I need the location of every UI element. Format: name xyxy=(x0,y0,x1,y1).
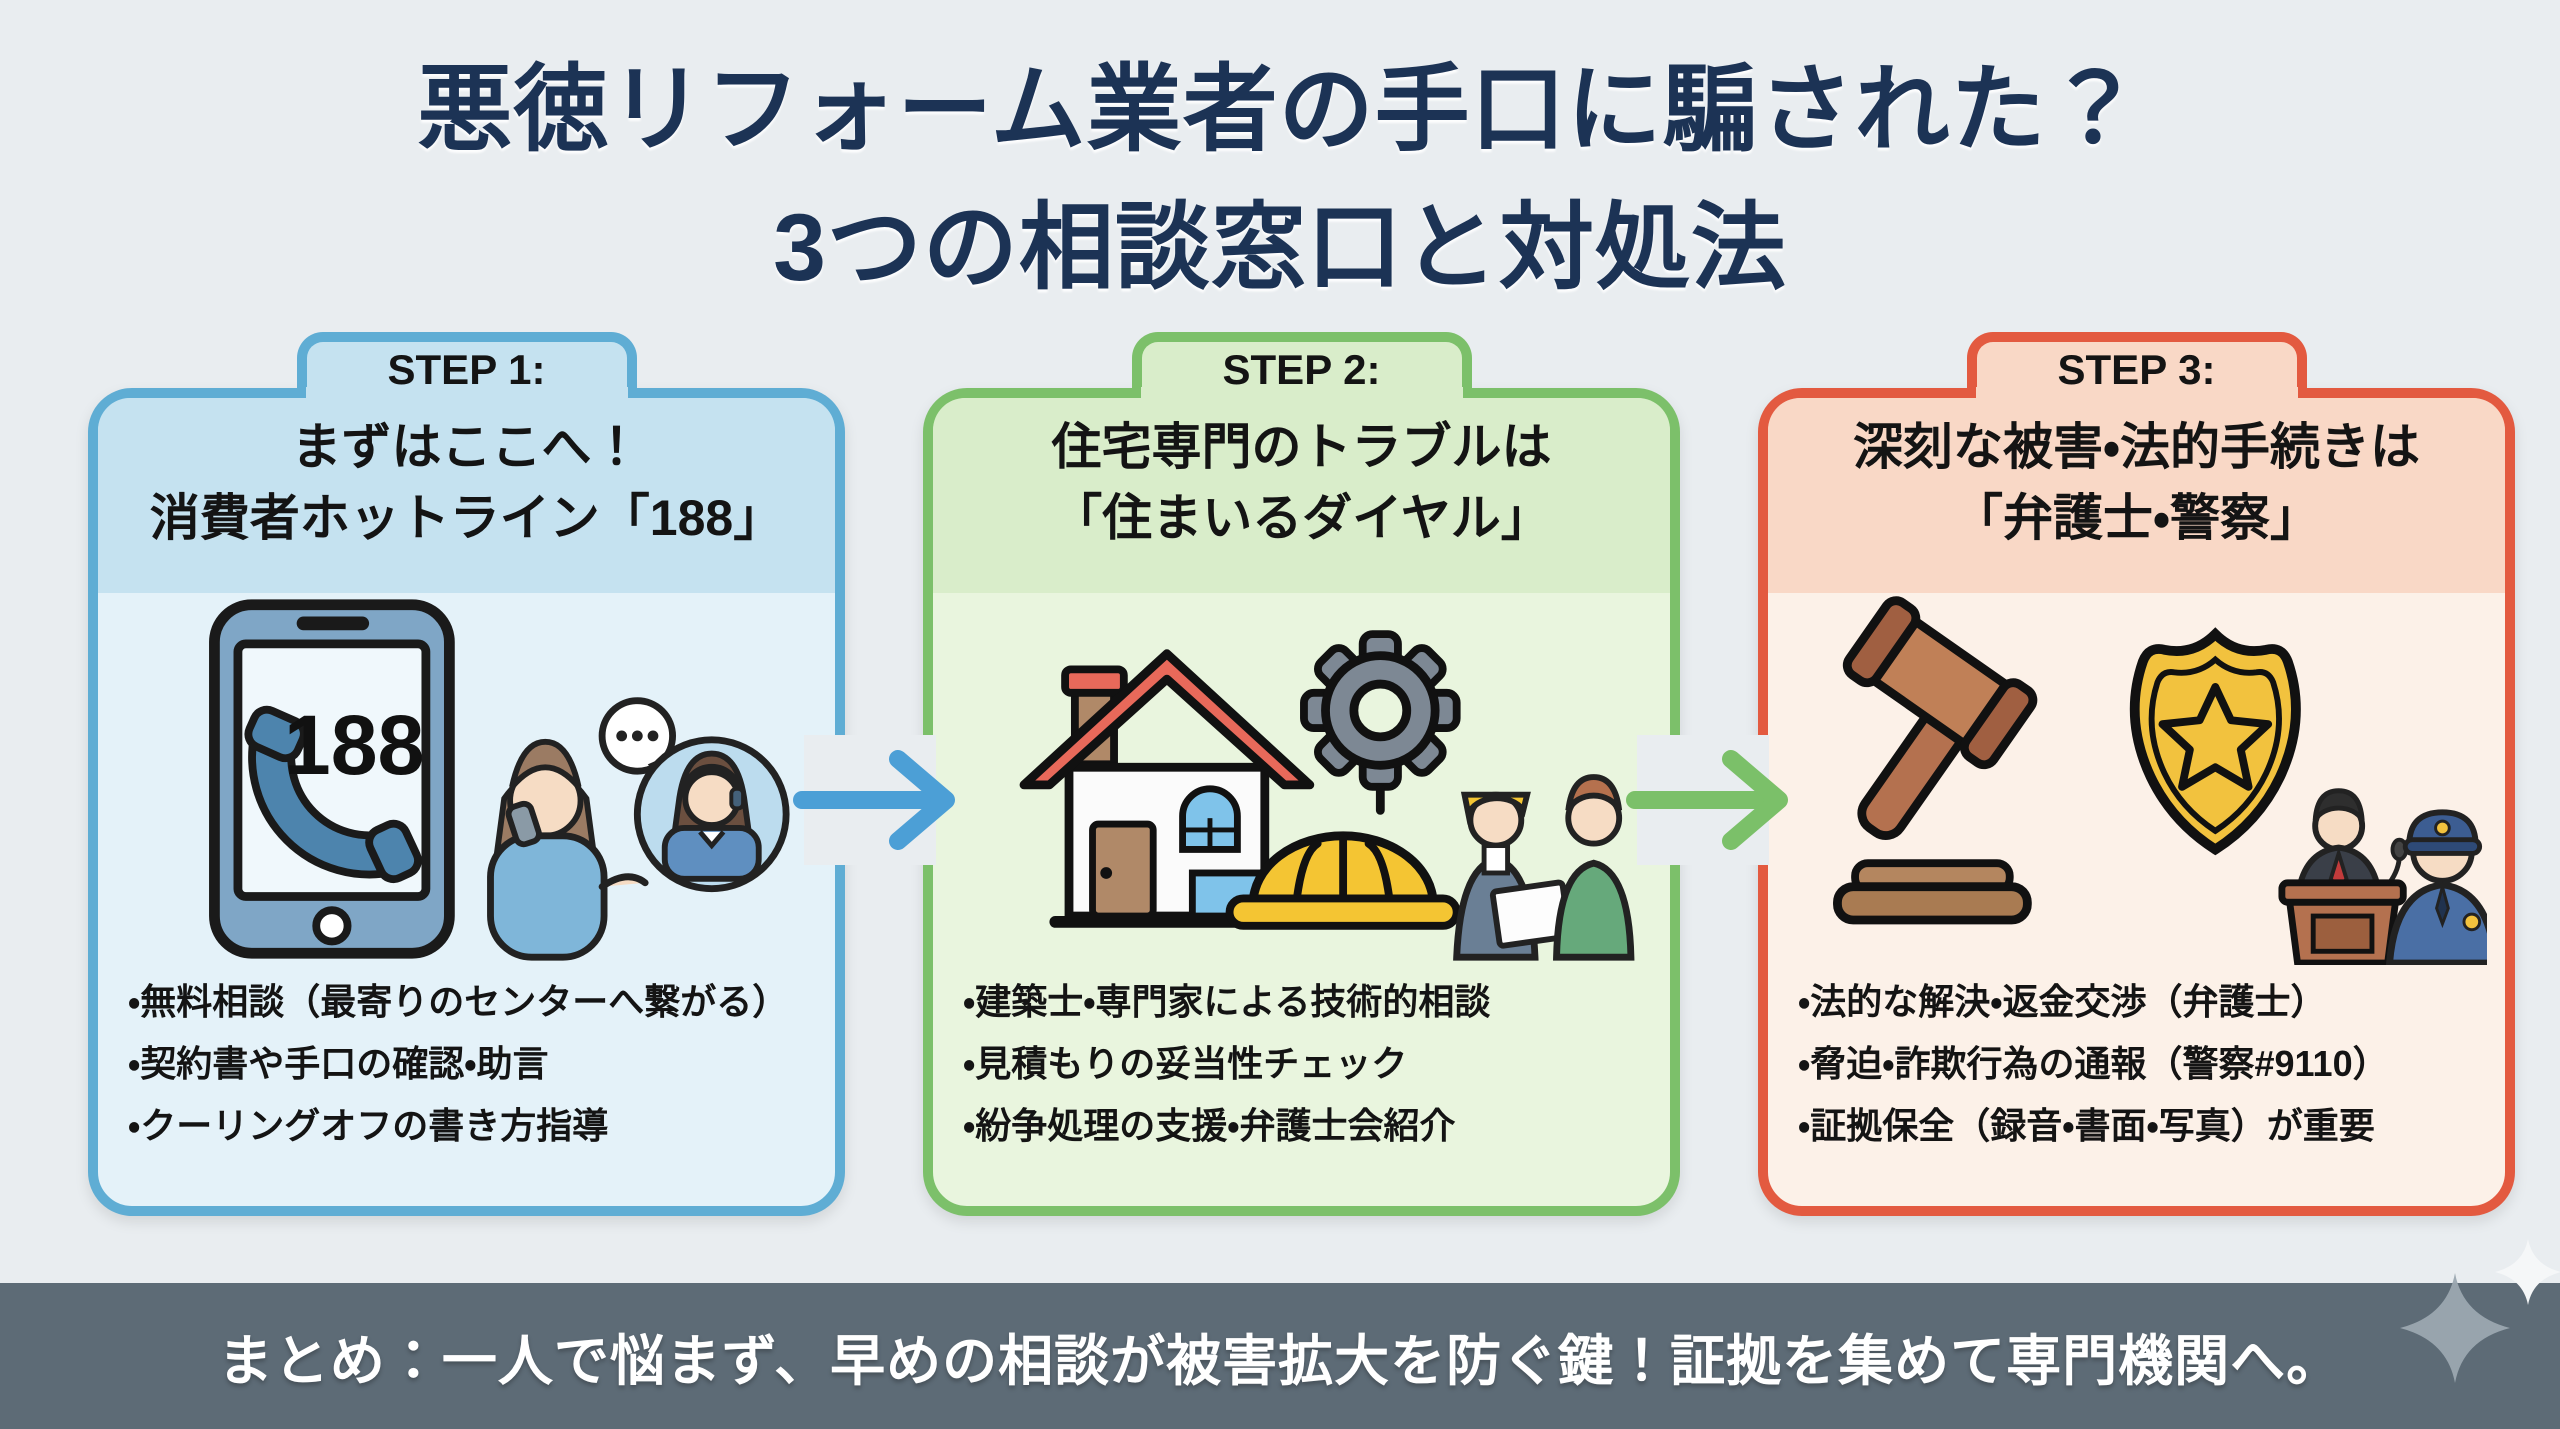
phone-hotline-188-illustration: 188 xyxy=(208,599,790,961)
summary-text: まとめ：一人で悩まず、早めの相談が被害拡大を防ぐ鍵！証拠を集めて専門機関へ。 xyxy=(217,1330,2343,1392)
step2-header: 住宅専門のトラブルは 「住まいるダイヤル」 xyxy=(933,398,1670,593)
summary-bar: まとめ：一人で悩まず、早めの相談が被害拡大を防ぐ鍵！証拠を集めて専門機関へ。 xyxy=(0,1239,2560,1429)
lawyer-at-podium-figure xyxy=(2277,788,2408,965)
step3-bullet-1: ・法的な解決・返金交渉（弁護士） xyxy=(1798,981,2327,1022)
step3-bullet-list: ・法的な解決・返金交渉（弁護士） ・脅迫・詐欺行為の通報（警察#9110） ・証… xyxy=(1768,965,2505,1157)
step2-heading-line2: 「住まいるダイヤル」 xyxy=(1052,490,1551,546)
step3-header: 深刻な被害・法的手続きは 「弁護士・警察」 xyxy=(1768,398,2505,593)
client-figure xyxy=(1552,774,1634,961)
hard-hat-icon xyxy=(1225,831,1461,930)
house-icon xyxy=(1019,649,1314,928)
phone-handset-icon xyxy=(243,705,422,884)
step1-header: まずはここへ！ 消費者ホットライン「188」 xyxy=(98,398,835,593)
operator-avatar xyxy=(633,736,790,893)
step1-bullet-list: ・無料相談（最寄りのセンターへ繋がる） ・契約書や手口の確認・助言 ・クーリング… xyxy=(98,965,835,1157)
step3-heading-line2: 「弁護士・警察」 xyxy=(1953,490,2320,546)
step2-heading-line1: 住宅専門のトラブルは xyxy=(1051,419,1552,475)
step2-bullet-3: ・紛争処理の支援・弁護士会紹介 xyxy=(963,1104,1456,1146)
step3-bullet-2: ・脅迫・詐欺行為の通報（警察#9110） xyxy=(1798,1042,2389,1084)
step3-tab-filler xyxy=(1975,387,2298,400)
step3-icon-area xyxy=(1768,593,2505,965)
step1-bullet-2: ・契約書や手口の確認・助言 xyxy=(128,1042,549,1084)
police-badge-icon xyxy=(2129,627,2301,856)
smartphone-icon: 188 xyxy=(208,599,455,959)
page-title: 悪徳リフォーム業者の手口に騙された？ 3つの相談窓口と対処法 xyxy=(0,42,2560,318)
step2-bullet-list: ・建築士・専門家による技術的相談 ・見積もりの妥当性チェック ・紛争処理の支援・… xyxy=(933,965,1670,1157)
caller-woman-figure xyxy=(486,738,649,961)
step3-heading-line1: 深刻な被害・法的手続きは xyxy=(1853,419,2420,475)
step2-bullet-1: ・建築士・専門家による技術的相談 xyxy=(963,981,1491,1022)
step1-heading-line2: 消費者ホットライン「188」 xyxy=(149,490,784,546)
police-officer-figure xyxy=(2385,809,2487,965)
step1-bullet-1: ・無料相談（最寄りのセンターへ繋がる） xyxy=(128,981,789,1022)
step3-card: STEP 3: 深刻な被害・法的手続きは 「弁護士・警察」 xyxy=(1758,332,2515,1216)
step2-card: STEP 2: 住宅専門のトラブルは 「住まいるダイヤル」 xyxy=(923,332,1680,1216)
step1-card: STEP 1: まずはここへ！ 消費者ホットライン「188」 xyxy=(88,332,845,1216)
step2-tab-filler xyxy=(1140,387,1463,400)
phone-number-188: 188 xyxy=(283,698,423,792)
step2-to-step3-arrow-icon xyxy=(1626,735,1788,865)
step1-icon-area: 188 xyxy=(98,593,835,965)
step1-tab-filler xyxy=(305,387,628,400)
step1-heading-line1: まずはここへ！ xyxy=(291,419,642,475)
gear-icon xyxy=(1299,630,1461,815)
gavel-icon xyxy=(1832,596,2037,925)
step1-bullet-3: ・クーリングオフの書き方指導 xyxy=(128,1104,609,1146)
sparkle-icon xyxy=(2400,1239,2560,1383)
page-title-line1: 悪徳リフォーム業者の手口に騙された？ xyxy=(417,57,2143,163)
gavel-badge-lawyer-police-illustration xyxy=(1832,596,2487,965)
house-gear-helmet-consultation-illustration xyxy=(1019,630,1634,961)
step2-bullet-2: ・見積もりの妥当性チェック xyxy=(963,1042,1408,1084)
step1-to-step2-arrow-icon xyxy=(793,735,955,865)
step3-bullet-3: ・証拠保全（録音・書面・写真）が重要 xyxy=(1798,1104,2375,1146)
page-title-line2: 3つの相談窓口と対処法 xyxy=(773,194,1787,301)
step2-icon-area xyxy=(933,593,1670,965)
